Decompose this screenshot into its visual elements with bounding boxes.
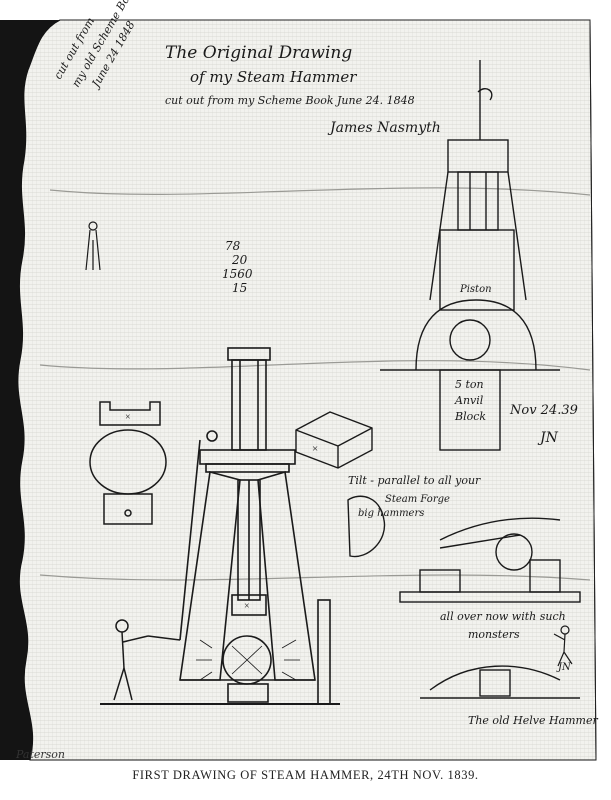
hammer-block-sketch: ×: [295, 411, 373, 469]
drawing-initials-top: JN: [537, 430, 559, 446]
note-steam-forge: Steam Forge: [385, 494, 450, 505]
tower-steam-hammer: [380, 60, 560, 451]
note-5-ton: 5 ton: [455, 378, 484, 391]
author-signature: James Nasmyth: [327, 120, 441, 136]
image-caption: FIRST DRAWING OF STEAM HAMMER, 24TH NOV.…: [132, 768, 479, 782]
worker-figure: [100, 619, 181, 705]
title-line-2: of my Steam Hammer: [190, 68, 357, 86]
svg-text:×: ×: [125, 412, 131, 423]
main-steam-hammer: ×: [150, 347, 340, 705]
drawing-initials-bottom: JN: [556, 662, 572, 673]
svg-text:×: ×: [312, 443, 318, 455]
title-line-1: The Original Drawing: [165, 43, 352, 63]
note-tilt: Tilt - parallel to all your: [348, 474, 481, 487]
note-helve-hammer: The old Helve Hammer: [468, 714, 598, 727]
drawing-date: Nov 24.39: [509, 403, 578, 418]
svg-text:×: ×: [244, 601, 250, 612]
note-all-over: all over now with such: [440, 610, 566, 623]
right-edge: [589, 19, 597, 761]
note-piston: Piston: [459, 284, 492, 295]
helve-hammer-sketch: [347, 495, 581, 699]
note-anvil: Anvil: [454, 394, 484, 407]
paper-background: [17, 19, 597, 761]
engraver-signature: Paterson: [16, 748, 66, 761]
fold-line: [39, 574, 591, 581]
sum-value-3: 1560: [222, 267, 253, 281]
note-monsters: monsters: [468, 628, 520, 641]
note-block: Block: [454, 410, 486, 423]
fold-line: [39, 360, 591, 371]
note-big-hammers: big hammers: [358, 508, 424, 519]
sum-value-2: 20: [231, 253, 248, 267]
sum-value-4: 15: [232, 281, 247, 295]
sparks: [196, 639, 300, 681]
left-dark-border: [0, 20, 60, 760]
title-line-3: cut out from my Scheme Book June 24. 184…: [165, 94, 415, 107]
sum-value-1: 78: [225, 239, 241, 253]
anvil-sketch-left: ×: [89, 401, 167, 525]
small-figure-top-left: [85, 221, 101, 271]
small-figure-right: [553, 625, 573, 667]
